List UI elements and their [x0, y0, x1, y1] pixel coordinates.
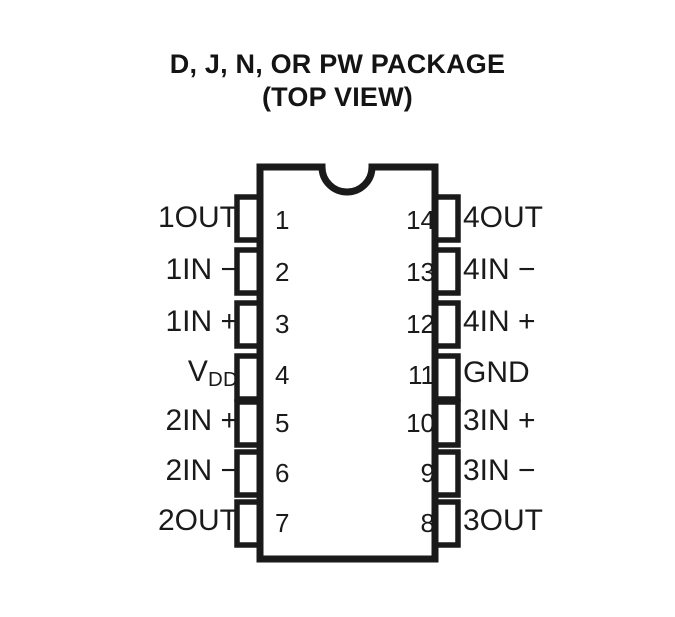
pin-number-11: 11	[408, 360, 435, 390]
pin-number-12: 12	[406, 309, 435, 339]
pin-label-gnd: GND	[463, 356, 530, 389]
pin-number-8: 8	[420, 508, 435, 538]
pin-label-4in-plus: 4IN +	[463, 305, 536, 338]
vdd-subscript: DD	[207, 369, 238, 392]
pin-label-1in-plus: 1IN +	[165, 305, 238, 338]
pin-label-1in-minus: 1IN −	[165, 253, 238, 286]
pin-lead-12	[433, 300, 461, 349]
pin-lead-7	[234, 499, 262, 548]
pin-lead-10	[433, 399, 461, 448]
pin-label-3in-plus: 3IN +	[463, 404, 536, 437]
title-line-package: D, J, N, OR PW PACKAGE	[169, 49, 506, 79]
pin-label-vdd: VDD	[187, 355, 238, 391]
pin-label-4out: 4OUT	[463, 201, 544, 234]
pin-label-2in-plus: 2IN +	[165, 404, 238, 437]
pin-lead-9	[433, 449, 461, 498]
pin-lead-13	[433, 247, 461, 296]
pin-number-2: 2	[275, 257, 290, 287]
pin-number-3: 3	[275, 309, 290, 339]
pin-number-1: 1	[275, 205, 290, 235]
pin-number-13: 13	[406, 257, 435, 287]
pin-number-9: 9	[420, 458, 435, 488]
pin-number-7: 7	[275, 508, 290, 538]
title-line-view: (TOP VIEW)	[261, 81, 413, 112]
pin-lead-6	[234, 449, 262, 498]
pin-label-4in-minus: 4IN −	[463, 253, 536, 286]
pin-lead-4	[234, 353, 262, 402]
pin-label-3out: 3OUT	[463, 504, 544, 537]
pin-number-6: 6	[275, 458, 290, 488]
pin-label-2in-minus: 2IN −	[165, 454, 238, 487]
package-body-outline	[256, 163, 439, 563]
diagram-title: D, J, N, OR PW PACKAGE (TOP VIEW)	[0, 48, 675, 114]
right-pin-leads	[433, 194, 461, 548]
pin-number-10: 10	[406, 408, 435, 438]
pin-lead-14	[433, 194, 461, 243]
pin-label-3in-minus: 3IN −	[463, 454, 536, 487]
pin-number-4: 4	[275, 360, 290, 390]
left-pin-leads	[234, 194, 262, 548]
pin-lead-3	[234, 300, 262, 349]
pin-lead-8	[433, 499, 461, 548]
pin-lead-2	[234, 247, 262, 296]
pin-lead-5	[234, 399, 262, 448]
pin-label-2out: 2OUT	[157, 504, 238, 537]
pin-lead-1	[234, 194, 262, 243]
vdd-main: V	[187, 355, 208, 388]
pin-number-14: 14	[406, 205, 435, 235]
pin-number-5: 5	[275, 408, 290, 438]
pin-label-1out: 1OUT	[157, 201, 238, 234]
pin-lead-11	[433, 353, 461, 402]
